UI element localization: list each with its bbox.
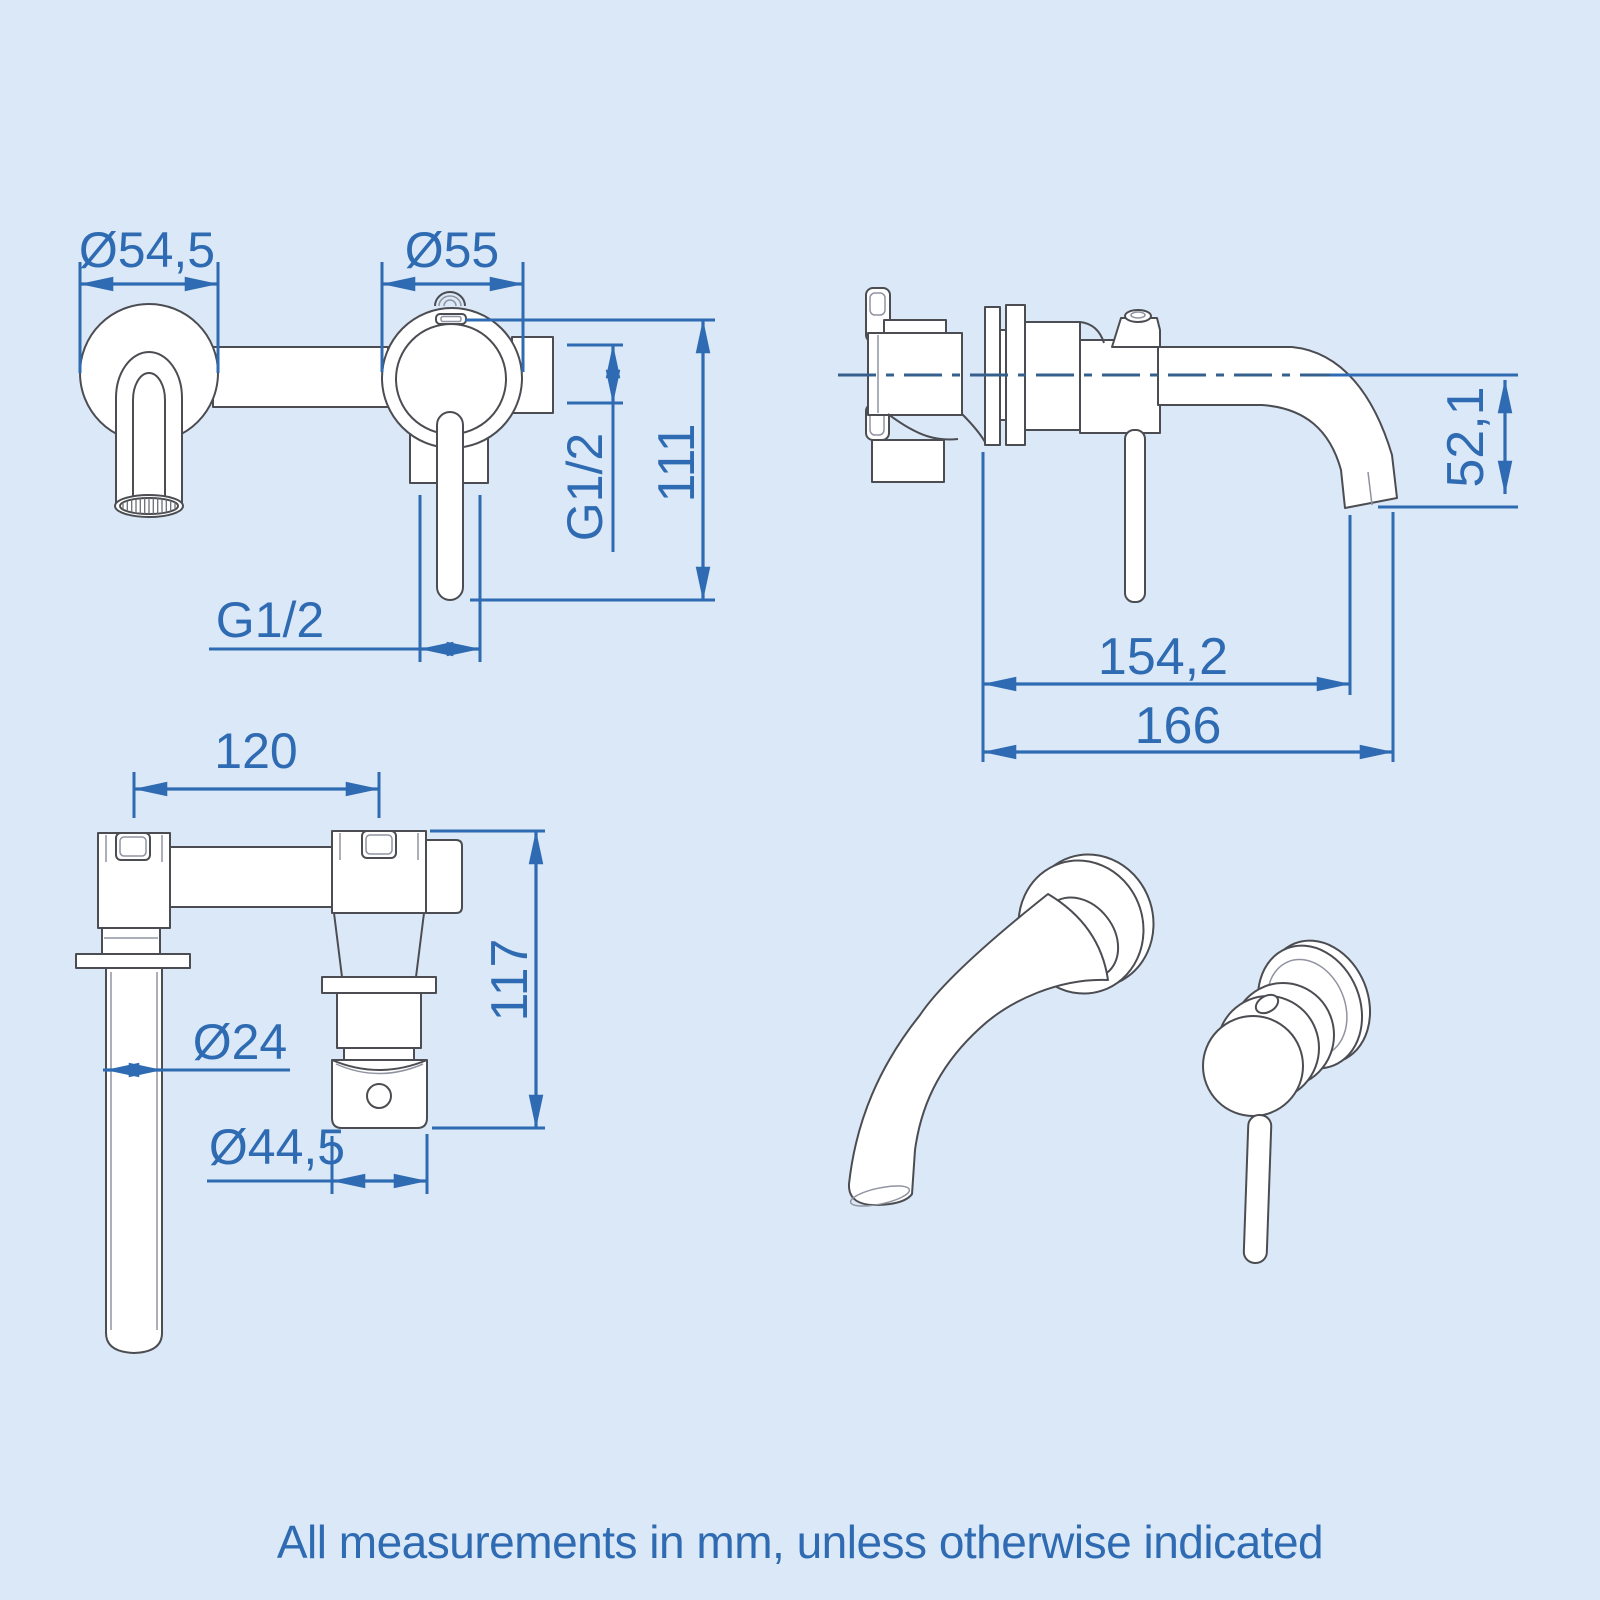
measurements-note: All measurements in mm, unless otherwise…: [277, 1516, 1323, 1568]
handle-base-side: [1079, 339, 1161, 434]
perspective-spout: [847, 853, 1155, 1207]
wall-bar: [212, 346, 389, 408]
mixer-clip-plan: [361, 830, 397, 859]
dim-overall-depth: 117: [430, 829, 545, 1130]
dim-label-overall-projection: 166: [1135, 697, 1222, 755]
handle-pin-3d: [1254, 993, 1280, 1015]
side-elevation-view: 52,1 154,2 166: [838, 287, 1518, 762]
perspective-view: [847, 853, 1372, 1264]
dim-hole-centres: 120: [132, 723, 381, 818]
spout-flange-plan: [75, 953, 191, 969]
dim-spout-drop-height: 52,1: [1378, 379, 1518, 509]
spout-side: [1157, 346, 1398, 509]
spout-tip-3d: [849, 1185, 911, 1207]
cartridge-side: [1111, 317, 1161, 348]
plan-view-linework: [75, 830, 463, 1354]
dim-label-inlet-thread: G1/2: [216, 592, 324, 648]
lever-handle-side: [1124, 429, 1146, 603]
dim-mixer-body-diameter: Ø55: [380, 222, 525, 372]
front-view-linework: [79, 291, 554, 601]
dim-label-spout-drop-height: 52,1: [1437, 386, 1495, 487]
spout-tube-front: [115, 351, 183, 507]
inwall-lower-block: [871, 439, 945, 483]
dim-label-overall-depth: 117: [481, 939, 539, 1022]
spout-tube-3d: [847, 893, 1109, 1207]
side-view-linework: [865, 287, 1398, 603]
mixer-flange-plan: [321, 976, 437, 994]
spout-tube-plan: [105, 967, 163, 1354]
dim-label-outlet-thread: G1/2: [557, 433, 613, 541]
mixer-cap-plan: [331, 1059, 428, 1129]
mixer-outlet-plan: [425, 839, 463, 914]
dim-inlet-thread: G1/2: [209, 495, 482, 662]
dim-label-mixer-body-diameter-plan: Ø44,5: [209, 1119, 345, 1175]
valve-loop-icon: [434, 291, 466, 307]
mixer-cap-hole: [366, 1083, 392, 1109]
dim-mixer-body-diameter-plan: Ø44,5: [207, 1119, 429, 1194]
dim-label-hole-centres: 120: [214, 723, 297, 779]
dim-outlet-thread: G1/2: [557, 343, 623, 552]
plan-view: 120 Ø24 Ø44,5 117: [75, 723, 545, 1354]
dim-overall-height: 111: [465, 318, 715, 602]
lever-handle-3d: [1242, 1114, 1273, 1264]
front-elevation-view: Ø54,5 Ø55 G1/2 111 G1/2: [78, 222, 715, 662]
perspective-handle: [1202, 939, 1372, 1264]
dim-label-mixer-body-diameter: Ø55: [405, 222, 500, 278]
dim-label-wall-to-aerator: 154,2: [1098, 628, 1228, 686]
dim-label-overall-height: 111: [648, 423, 706, 502]
spout-clip-plan: [115, 832, 151, 861]
dim-label-escutcheon-diameter: Ø54,5: [79, 222, 215, 278]
dim-escutcheon-diameter: Ø54,5: [78, 222, 220, 373]
dim-spout-tube-diameter: Ø24: [103, 1014, 290, 1078]
lever-handle-front: [436, 411, 464, 601]
handle-body-3d: [1202, 1015, 1304, 1117]
aerator-hatch: [122, 498, 176, 514]
dim-label-spout-tube-diameter: Ø24: [193, 1014, 288, 1070]
dim-wall-to-aerator: 154,2: [981, 452, 1352, 762]
dim-overall-projection: 166: [982, 512, 1395, 762]
